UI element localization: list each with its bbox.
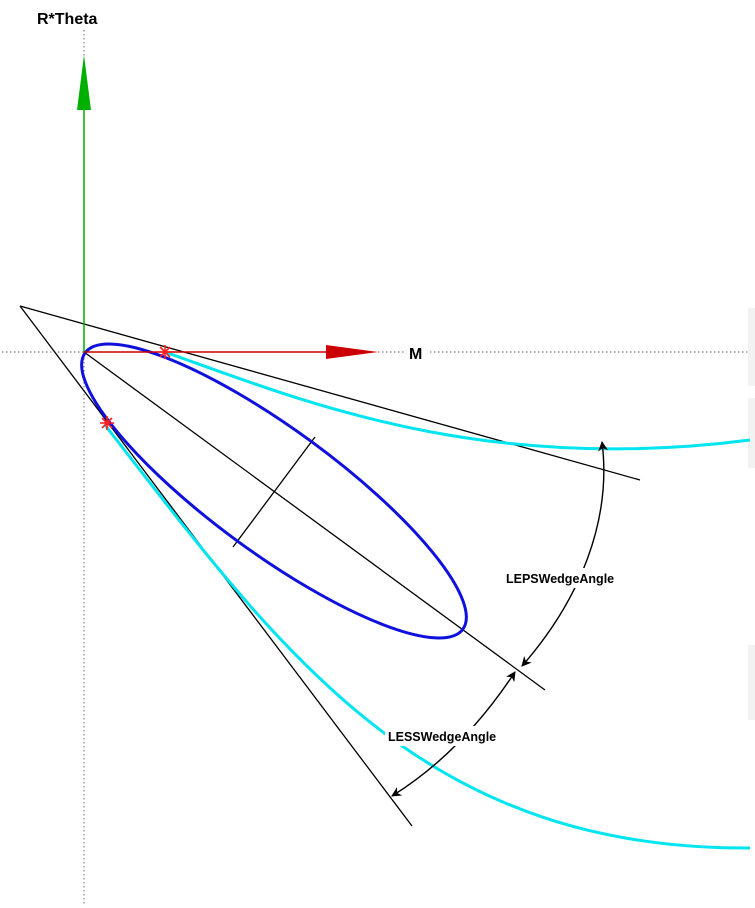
less-wedge-angle-label: LESSWedgeAngle	[388, 730, 496, 744]
vertical-axis-label: R*Theta	[37, 11, 98, 28]
vertical-arrow-head	[77, 55, 91, 110]
leps-label-background	[503, 568, 646, 588]
leps-wedge-angle-label: LEPSWedgeAngle	[506, 572, 614, 586]
upper-camber-curve	[164, 350, 751, 451]
horizontal-axis-label: M	[409, 346, 422, 363]
right-edge-panel-bottom	[748, 645, 755, 720]
minor-axis-line	[232, 436, 316, 548]
right-edge-panel-top	[748, 308, 755, 386]
lower-tangent-asterisk-icon	[100, 416, 114, 430]
horizontal-arrow-head	[326, 345, 378, 359]
right-edge-panel-middle	[748, 398, 755, 468]
m-label-background	[404, 342, 430, 362]
lower-camber-curve	[103, 424, 751, 850]
upper-tangent-asterisk-icon	[158, 345, 172, 359]
leps-angle-arc	[521, 441, 609, 667]
chord-line	[83, 351, 546, 691]
less-label-background	[385, 726, 530, 746]
leading-edge-ellipse	[80, 342, 468, 640]
